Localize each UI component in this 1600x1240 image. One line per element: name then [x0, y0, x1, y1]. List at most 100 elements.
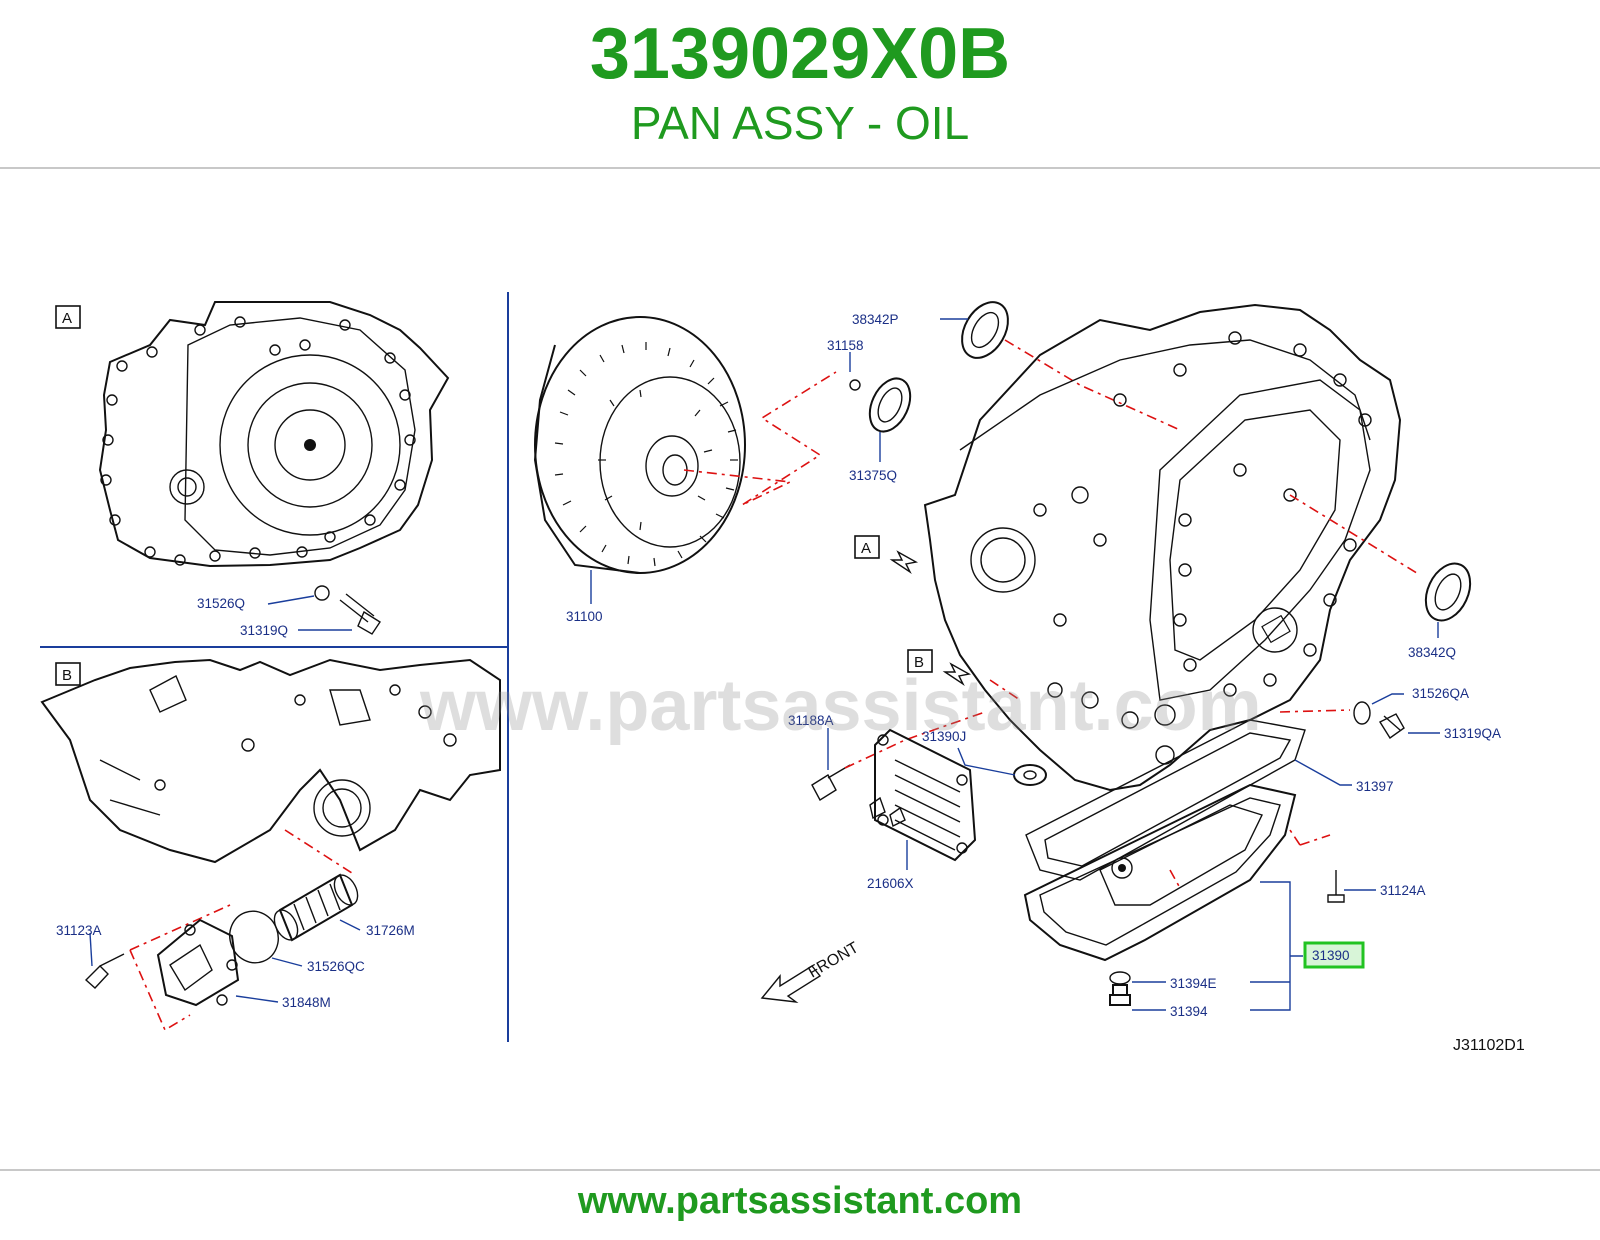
label-31188a: 31188A	[788, 713, 834, 728]
bolt-31124a	[1327, 870, 1345, 903]
arrow-a-icon	[889, 550, 919, 575]
converter-ring-outer	[219, 354, 401, 536]
label-31526q: 31526Q	[197, 596, 245, 611]
label-31319q: 31319Q	[240, 623, 288, 638]
label-31124a: 31124A	[1380, 883, 1426, 898]
case-top-edge	[959, 339, 1371, 451]
inset-a-box	[55, 305, 81, 329]
diagram-panel	[0, 270, 1600, 1070]
plug-31394	[1109, 984, 1131, 1006]
explode-line-38342q	[1289, 494, 1421, 576]
label-38342p: 38342P	[852, 312, 899, 327]
part-description: PAN ASSY - OIL	[630, 97, 970, 149]
footer-url: www.partsassistant.com	[577, 1180, 1023, 1222]
inset-b-box	[55, 662, 81, 686]
seal-31375q-inner	[877, 387, 903, 423]
converter-ticks	[554, 342, 738, 567]
plug-31319q	[339, 593, 381, 635]
gasket-31397-inner	[1044, 732, 1292, 867]
diagram-reference: J31102D1	[1453, 1037, 1525, 1054]
part-number-title: 3139029X0B	[589, 14, 1011, 94]
explode-line-pan	[1169, 829, 1331, 889]
bellhousing-port	[169, 469, 205, 505]
label-31397: 31397	[1356, 779, 1394, 794]
washer-31390j-inner	[1023, 770, 1037, 780]
bellhousing-port-inner	[177, 477, 197, 497]
label-31100: 31100	[566, 609, 603, 624]
case-outline-b	[40, 658, 501, 864]
label-31319qa: 31319QA	[1444, 726, 1501, 741]
lead-31526q	[267, 595, 315, 605]
lead-31123a	[89, 932, 93, 967]
oring-31158	[849, 379, 861, 391]
label-31526qa: 31526QA	[1412, 686, 1469, 701]
inset-b-letter: B	[62, 667, 72, 684]
converter-rim	[533, 344, 641, 574]
highlight-31390-box	[1303, 941, 1365, 969]
inset-a-bellhousing: A 31526Q 31319Q	[55, 301, 450, 638]
header-divider	[0, 167, 1600, 169]
converter-inner-ring	[599, 376, 741, 548]
torque-converter-31100: 31100	[533, 316, 837, 624]
case-side-boss-slot	[1261, 614, 1291, 644]
label-31123a: 31123A	[56, 923, 102, 938]
plug-31319qa	[1378, 713, 1405, 740]
bellhousing-bolt-holes	[100, 316, 416, 566]
oil-pan-31390	[1023, 783, 1297, 962]
bolt-31123a	[84, 953, 125, 989]
page-header: 3139029X0B PAN ASSY - OIL	[0, 0, 1600, 168]
label-31726m: 31726M	[366, 923, 415, 938]
transmission-case	[923, 303, 1421, 792]
lead-31526qa	[1371, 693, 1404, 705]
label-21606x: 21606X	[867, 876, 914, 891]
lead-31726m	[339, 919, 361, 931]
inset-a-letter: A	[62, 310, 72, 327]
label-31848m: 31848M	[282, 995, 331, 1010]
bellhousing-outline	[98, 301, 450, 568]
seal-38342p	[961, 301, 1009, 359]
gasket-31526q	[314, 585, 330, 601]
oil-cooler-21606x	[869, 728, 977, 862]
label-31394e: 31394E	[1170, 976, 1217, 991]
seal-38342q-inner	[1434, 573, 1462, 611]
lead-31390-bracket	[1250, 881, 1303, 1011]
seal-31375q	[868, 377, 912, 433]
case-b-details	[99, 684, 457, 816]
main-a-box	[854, 535, 880, 559]
filter-bore-inner	[322, 788, 362, 828]
label-31394: 31394	[1170, 1004, 1208, 1019]
lead-31397	[1294, 759, 1352, 786]
main-a-letter: A	[861, 540, 871, 557]
explode-lines-b	[129, 829, 356, 1032]
main-b-box	[907, 649, 933, 673]
oring-31526qc	[229, 910, 279, 964]
bellhousing-inner	[184, 317, 416, 556]
label-31526qc: 31526QC	[307, 959, 365, 974]
seal-38342q	[1424, 562, 1472, 622]
converter-hub	[645, 435, 699, 497]
case-bolts	[1033, 331, 1372, 765]
seal-38342p-inner	[970, 311, 1000, 349]
cover-31848m	[156, 918, 240, 1007]
inset-b-filter: B 31123A 31726M 31526QC	[40, 658, 501, 1032]
arrow-b-icon	[942, 662, 972, 687]
filter-bore-outer	[313, 779, 371, 837]
case-bore	[970, 527, 1036, 593]
label-31390j: 31390J	[922, 729, 966, 744]
case-side-cover	[1149, 379, 1371, 701]
main-b-letter: B	[914, 654, 924, 671]
converter-ring-inner	[274, 409, 346, 481]
explode-line-38342p	[1004, 339, 1181, 431]
gasket-31526qa	[1353, 701, 1371, 725]
label-31390: 31390	[1312, 948, 1350, 963]
front-arrow-icon	[760, 965, 822, 1003]
case-outline	[923, 303, 1402, 792]
case-stud	[149, 675, 187, 713]
watermark-text: www.partsassistant.com	[419, 666, 1262, 746]
lead-31526qc	[271, 957, 303, 967]
filter-element-31726m	[273, 873, 359, 942]
footer-divider	[0, 1169, 1600, 1171]
case-bore-inner	[980, 537, 1026, 583]
converter-ring-mid	[247, 382, 373, 508]
